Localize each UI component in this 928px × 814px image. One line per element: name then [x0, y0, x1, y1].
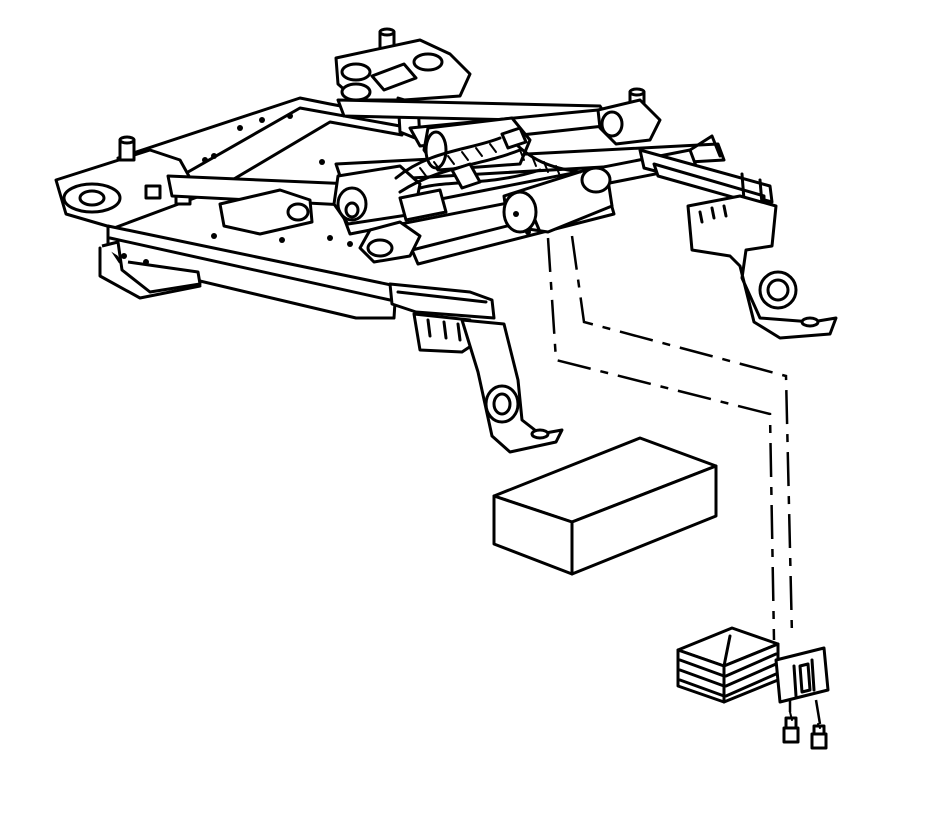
fasteners [782, 711, 828, 750]
pivot-linkage [218, 188, 448, 264]
control-module [676, 626, 780, 704]
module-bracket [774, 646, 830, 704]
front-left-foot [460, 318, 564, 454]
right-rear-foot [686, 194, 838, 340]
wire-harness [394, 126, 582, 194]
foam-block [492, 436, 718, 576]
left-side-rail [54, 148, 398, 320]
rear-right-bracket [334, 38, 472, 142]
seat-adjuster-frame [54, 27, 838, 454]
